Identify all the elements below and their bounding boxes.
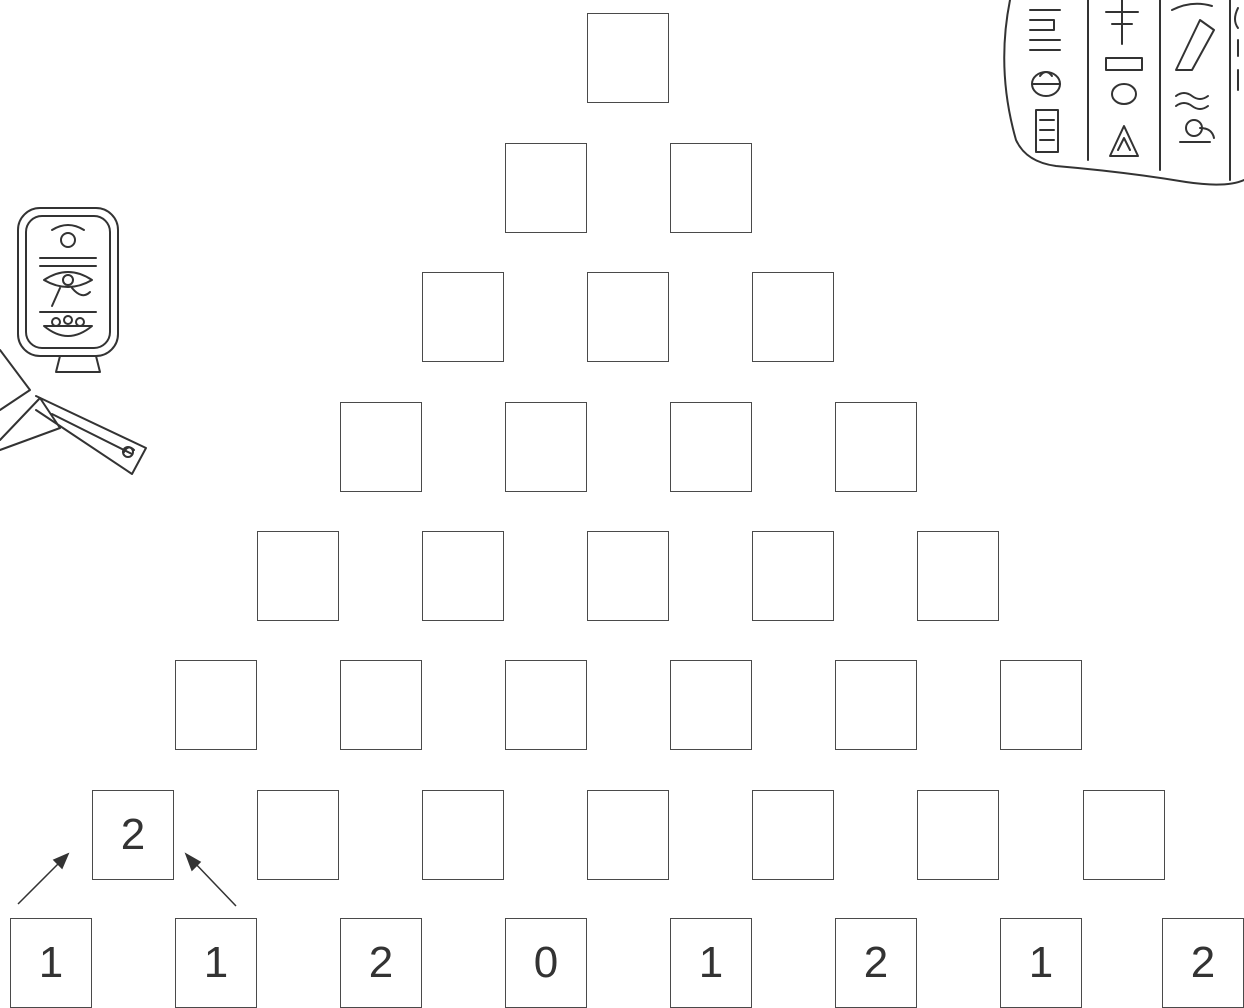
pyramid-cell[interactable] (1083, 790, 1165, 880)
pyramid-cell[interactable] (752, 790, 834, 880)
base-cell: 2 (340, 918, 422, 1008)
pyramid-cell[interactable] (505, 402, 587, 492)
base-cell: 1 (175, 918, 257, 1008)
cartouche-ankh-icon (0, 200, 160, 490)
pyramid-cell[interactable] (587, 13, 669, 103)
pyramid-cell[interactable] (835, 402, 917, 492)
pyramid-cell[interactable] (835, 660, 917, 750)
pyramid-cell[interactable] (422, 272, 504, 362)
pyramid-cell[interactable] (670, 402, 752, 492)
pyramid-cell[interactable] (587, 790, 669, 880)
base-cell: 0 (505, 918, 587, 1008)
pyramid-cell[interactable] (340, 660, 422, 750)
pyramid-cell[interactable] (340, 402, 422, 492)
base-cell: 2 (835, 918, 917, 1008)
pyramid-cell[interactable] (670, 143, 752, 233)
pyramid-cell[interactable] (1000, 660, 1082, 750)
pyramid-cell[interactable] (505, 660, 587, 750)
pyramid-cell[interactable] (587, 531, 669, 621)
base-cell: 2 (1162, 918, 1244, 1008)
pyramid-cell[interactable] (917, 790, 999, 880)
pyramid-cell[interactable] (257, 531, 339, 621)
pyramid-cell[interactable]: 2 (92, 790, 174, 880)
base-cell: 1 (670, 918, 752, 1008)
pyramid-cell[interactable] (587, 272, 669, 362)
pyramid-cell[interactable] (257, 790, 339, 880)
base-cell: 1 (1000, 918, 1082, 1008)
pyramid-cell[interactable] (917, 531, 999, 621)
pyramid-cell[interactable] (752, 272, 834, 362)
pyramid-cell[interactable] (422, 531, 504, 621)
pyramid-cell[interactable] (752, 531, 834, 621)
pyramid-cell[interactable] (175, 660, 257, 750)
hieroglyph-tablet-icon (1000, 0, 1244, 190)
base-cell: 1 (10, 918, 92, 1008)
pyramid-cell[interactable] (505, 143, 587, 233)
pyramid-cell[interactable] (670, 660, 752, 750)
pyramid-cell[interactable] (422, 790, 504, 880)
